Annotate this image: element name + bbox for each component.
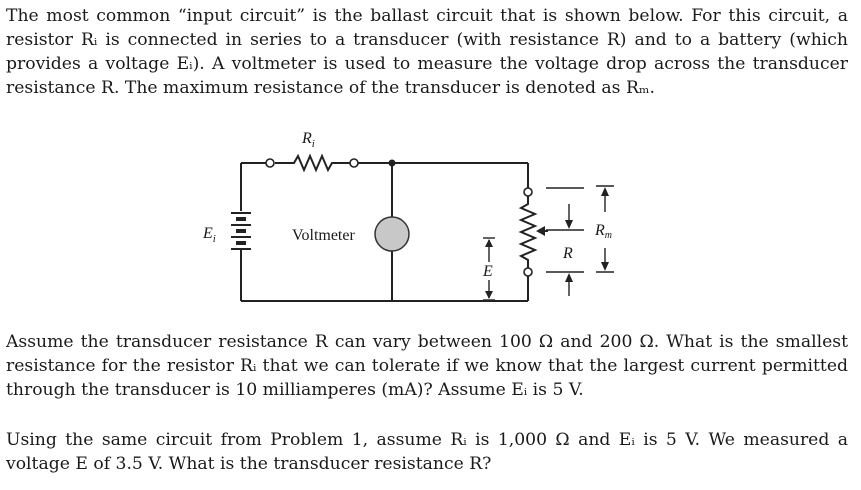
resistor-ri-zigzag — [275, 153, 350, 173]
terminal-ri-left — [265, 158, 275, 168]
r-arrowhead-up — [565, 273, 573, 282]
rm-arrowhead-down — [601, 262, 609, 271]
label-ri: Ri — [301, 130, 315, 150]
terminal-transducer-top — [523, 187, 533, 197]
problem-intro-text: The most common “input circuit” is the b… — [6, 6, 848, 98]
battery-ei — [231, 212, 251, 250]
junction-dot — [388, 159, 396, 167]
transducer-zigzag — [518, 196, 538, 268]
voltmeter-symbol — [374, 216, 410, 252]
terminal-transducer-bottom — [523, 267, 533, 277]
problem-2-text: Using the same circuit from Problem 1, a… — [6, 430, 848, 474]
e-arrowhead-down — [485, 291, 493, 299]
label-ei: Ei — [202, 225, 216, 245]
rm-arrowhead-up — [601, 187, 609, 196]
terminal-ri-right — [349, 158, 359, 168]
label-voltmeter: Voltmeter — [292, 227, 355, 244]
label-r: R — [562, 245, 573, 262]
problem-1-text: Assume the transducer resistance R can v… — [6, 332, 848, 400]
label-e: E — [482, 263, 493, 280]
r-arrowhead-down — [565, 220, 573, 229]
e-arrowhead-up — [485, 239, 493, 247]
wiper-arrowhead — [536, 226, 545, 236]
label-rm: Rm — [594, 222, 612, 241]
